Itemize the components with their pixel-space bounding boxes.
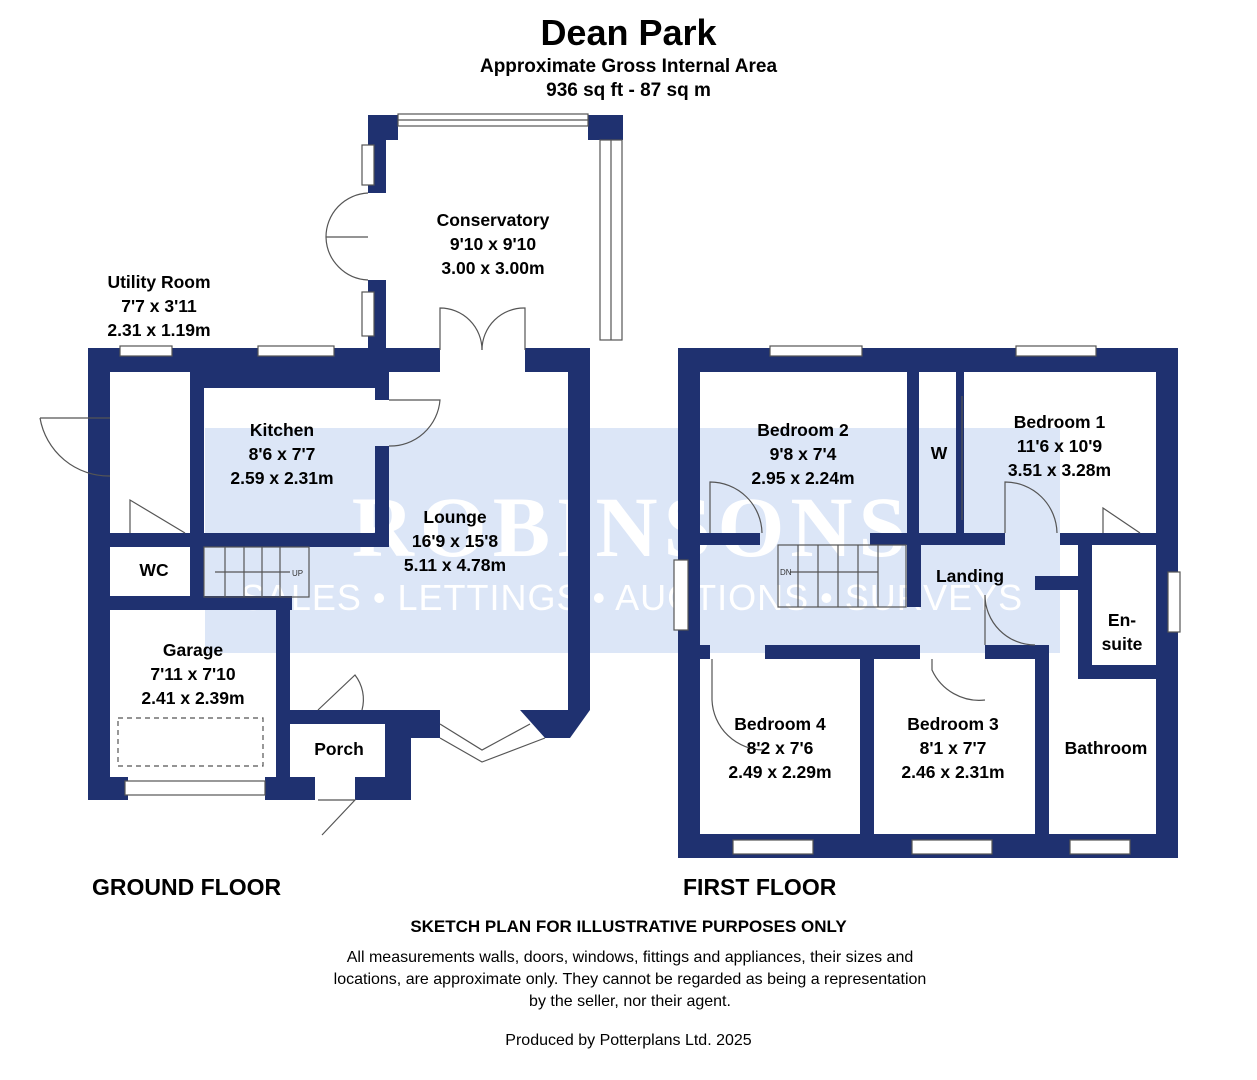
room-name: Bedroom 4: [734, 714, 826, 734]
room-landing: Landing: [925, 564, 1015, 588]
room-imperial: 8'6 x 7'7: [248, 444, 316, 464]
room-name: Kitchen: [249, 420, 315, 440]
room-name: Bedroom 1: [1013, 412, 1106, 432]
area-value: 936 sq ft - 87 sq m: [546, 80, 711, 101]
room-imperial: 16'9 x 15'8: [411, 531, 499, 551]
room-name: Lounge: [423, 507, 487, 527]
room-name: Conservatory: [436, 210, 550, 230]
page-title: Dean Park: [540, 12, 717, 53]
room-conservatory: Conservatory 9'10 x 9'10 3.00 x 3.00m: [413, 208, 573, 280]
stairs-up-label: UP: [292, 569, 303, 578]
room-metric: 2.49 x 2.29m: [728, 762, 832, 782]
room-name: Bedroom 2: [757, 420, 849, 440]
room-garage: Garage 7'11 x 7'10 2.41 x 2.39m: [118, 638, 268, 710]
room-metric: 2.59 x 2.31m: [230, 468, 334, 488]
watermark-name: ROBINSONS: [352, 479, 913, 575]
room-imperial: 11'6 x 10'9: [1016, 436, 1103, 456]
room-name: WC: [139, 560, 169, 580]
room-name: Landing: [935, 566, 1005, 586]
room-bedroom-3: Bedroom 3 8'1 x 7'7 2.46 x 2.31m: [878, 712, 1028, 784]
room-name: W: [930, 443, 948, 463]
watermark-tagline: SALES • LETTINGS • AUCTIONS • SURVEYS: [241, 577, 1023, 618]
ground-floor-label: GROUND FLOOR: [92, 874, 282, 900]
first-floor-label: FIRST FLOOR: [683, 874, 837, 900]
producer-credit: Produced by Potterplans Ltd. 2025: [505, 1032, 752, 1049]
ground-floor-walls: [88, 115, 623, 800]
room-metric: 2.46 x 2.31m: [901, 762, 1005, 782]
room-name: Bedroom 3: [907, 714, 999, 734]
room-wc: WC: [118, 558, 190, 582]
room-ensuite: En- suite: [1092, 584, 1152, 680]
room-name: Garage: [162, 640, 224, 660]
room-wardrobe: W: [921, 441, 957, 465]
room-metric: 2.95 x 2.24m: [751, 468, 855, 488]
room-bedroom-4: Bedroom 4 8'2 x 7'6 2.49 x 2.29m: [705, 712, 855, 784]
stairs-down-label: DN: [780, 568, 792, 577]
room-lounge: Lounge 16'9 x 15'8 5.11 x 4.78m: [380, 505, 530, 577]
room-imperial: 9'8 x 7'4: [769, 444, 837, 464]
room-imperial: 8'2 x 7'6: [746, 738, 814, 758]
room-name: En- suite: [1101, 610, 1143, 654]
room-name: Utility Room: [107, 272, 211, 292]
room-name: Bathroom: [1064, 738, 1148, 758]
room-bathroom: Bathroom: [1052, 736, 1160, 760]
first-floor-fixtures: [673, 345, 1181, 855]
room-utility: Utility Room 7'7 x 3'11 2.31 x 1.19m: [84, 270, 234, 342]
ground-floor-fixtures: [39, 113, 623, 836]
area-label: Approximate Gross Internal Area: [479, 56, 778, 77]
sketch-notice: SKETCH PLAN FOR ILLUSTRATIVE PURPOSES ON…: [410, 917, 847, 936]
room-metric: 3.51 x 3.28m: [1007, 460, 1112, 480]
room-metric: 2.31 x 1.19m: [107, 320, 211, 340]
disclaimer-text: All measurements walls, doors, windows, …: [333, 949, 927, 1010]
room-bedroom-2: Bedroom 2 9'8 x 7'4 2.95 x 2.24m: [728, 418, 878, 490]
room-imperial: 8'1 x 7'7: [919, 738, 987, 758]
room-imperial: 7'11 x 7'10: [150, 664, 236, 684]
room-name: Porch: [314, 739, 364, 759]
room-porch: Porch: [300, 737, 378, 761]
room-bedroom-1: Bedroom 1 11'6 x 10'9 3.51 x 3.28m: [982, 410, 1137, 482]
room-metric: 3.00 x 3.00m: [441, 258, 545, 278]
room-imperial: 9'10 x 9'10: [449, 234, 537, 254]
room-metric: 5.11 x 4.78m: [403, 555, 507, 575]
room-imperial: 7'7 x 3'11: [121, 296, 197, 316]
room-metric: 2.41 x 2.39m: [141, 688, 245, 708]
room-kitchen: Kitchen 8'6 x 7'7 2.59 x 2.31m: [212, 418, 352, 490]
